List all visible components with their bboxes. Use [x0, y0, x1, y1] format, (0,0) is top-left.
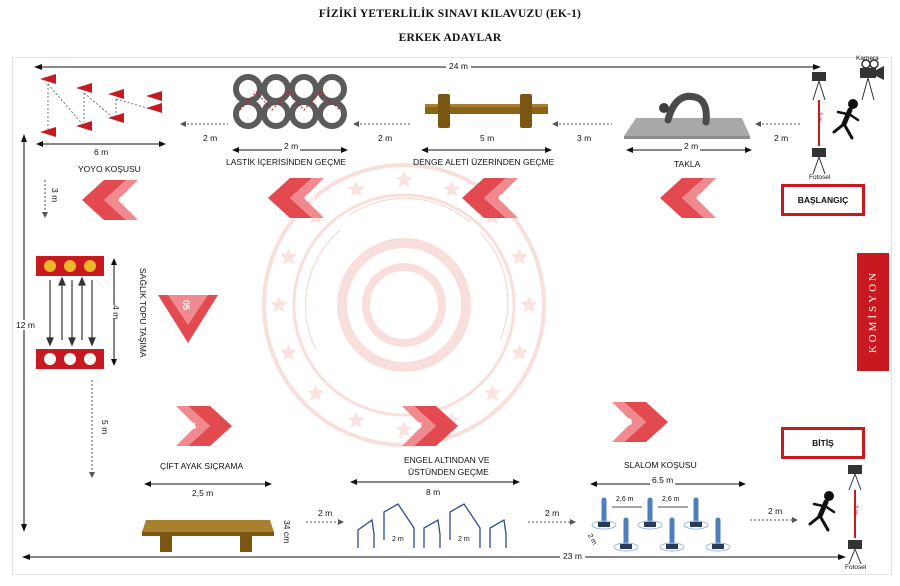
tire-width-label: 2 m [282, 141, 301, 151]
marker-06-number: 06 [186, 421, 197, 431]
gap-slalom-finish-label: 2 m [768, 506, 783, 516]
bench-height-label: 34 cm [282, 520, 292, 544]
slalom-gap-2-label: 2,6 m [662, 496, 680, 503]
seal-star [510, 343, 528, 361]
camera-label: Kamera [856, 55, 879, 62]
start-box: BAŞLANGIÇ [781, 184, 865, 216]
gap-jump-hurdle-label: 2 m [318, 508, 333, 518]
seal-star [443, 180, 461, 197]
photocell-finish-top-icon [848, 465, 862, 491]
marker-02-number: 02 [499, 193, 510, 203]
camera-icon [860, 59, 884, 101]
slalom-width-label: 6.5 m [650, 475, 676, 485]
beam-bottom-label: 3 m [852, 505, 858, 516]
station-07-label-line2: ÜSTÜNDEN GEÇME [408, 467, 489, 477]
seal-star [395, 171, 413, 188]
balance-width-label: 5 m [480, 133, 495, 143]
seal-star [510, 248, 528, 265]
marker-04-number: 04 [119, 195, 130, 205]
seal-star [395, 421, 413, 438]
beam-top-label: 3 m [816, 112, 822, 123]
hurdle-width-label: 8 m [426, 487, 441, 497]
hurdle-gap-1-label: 2 m [392, 536, 404, 543]
ball-jump-gap-label: 5 m [100, 420, 110, 435]
seal-star [280, 343, 298, 361]
gap-takla-balance-label: 3 m [577, 133, 592, 143]
seal-star [280, 248, 298, 265]
photocell-top-icon [812, 72, 826, 101]
photocell-bottom-icon [812, 148, 826, 175]
jump-width-label: 2,5 m [192, 488, 214, 498]
hurdle-gap-2-label: 2 m [458, 536, 470, 543]
finish-box: BİTİŞ [781, 427, 865, 459]
yoyo-ball-gap-label: 3 m [50, 188, 60, 203]
station-04-label: YOYO KOŞUSU [78, 164, 141, 174]
seal-star [520, 296, 538, 313]
gap-balance-tire-label: 2 m [378, 133, 393, 143]
marker-01-number: 01 [697, 193, 708, 203]
gap-tire-yoyo-label: 2 m [203, 133, 218, 143]
seal-star [483, 384, 501, 401]
page-subtitle: ERKEK ADAYLAR [398, 32, 502, 44]
seal-star [270, 296, 288, 313]
marker-07-number: 07 [412, 421, 423, 431]
station-08-label: SLALOM KOŞUSU [624, 460, 697, 470]
page-title: FİZİKİ YETERLİLİK SINAVI KILAVUZU (EK-1) [318, 8, 582, 20]
marker-08-number: 08 [622, 417, 633, 427]
seal-star [347, 411, 365, 428]
ball-length-label: 4 m [111, 305, 121, 320]
seal-star [347, 180, 365, 197]
yoyo-width-label: 6 m [94, 147, 109, 157]
gap-hurdle-slalom-label: 2 m [545, 508, 560, 518]
takla-width-label: 2 m [682, 141, 701, 151]
station-05-label: SAĞLIK TOPU TAŞIMA [138, 268, 148, 358]
station-03-label: LASTİK İÇERİSİNDEN GEÇME [226, 157, 346, 167]
runner-start-icon [832, 99, 860, 140]
station-06-label: ÇİFT AYAK SIÇRAMA [160, 461, 244, 471]
station-01-label: TAKLA [674, 159, 701, 169]
runner-finish-icon [808, 491, 836, 532]
course-frame [12, 57, 892, 575]
gap-start-takla-label: 2 m [774, 133, 789, 143]
slalom-gap-1-label: 2,6 m [616, 496, 634, 503]
marker-03-number: 03 [305, 193, 316, 203]
left-total-label: 12 m [16, 320, 35, 330]
commission-panel: KOMİSYON [857, 253, 889, 371]
marker-05-arrow [158, 295, 218, 343]
photocell-top-label: Fotosel [809, 174, 831, 181]
seal-star [307, 384, 325, 401]
bottom-total-label: 23 m [560, 551, 585, 561]
station-02-label: DENGE ALETİ ÜZERİNDEN GEÇME [413, 157, 555, 167]
top-total-label: 24 m [446, 61, 471, 71]
photocell-finish-bottom-icon [848, 540, 862, 565]
photocell-bottom-label: Fotosel [845, 564, 867, 571]
station-07-label-line1: ENGEL ALTINDAN VE [404, 455, 490, 465]
